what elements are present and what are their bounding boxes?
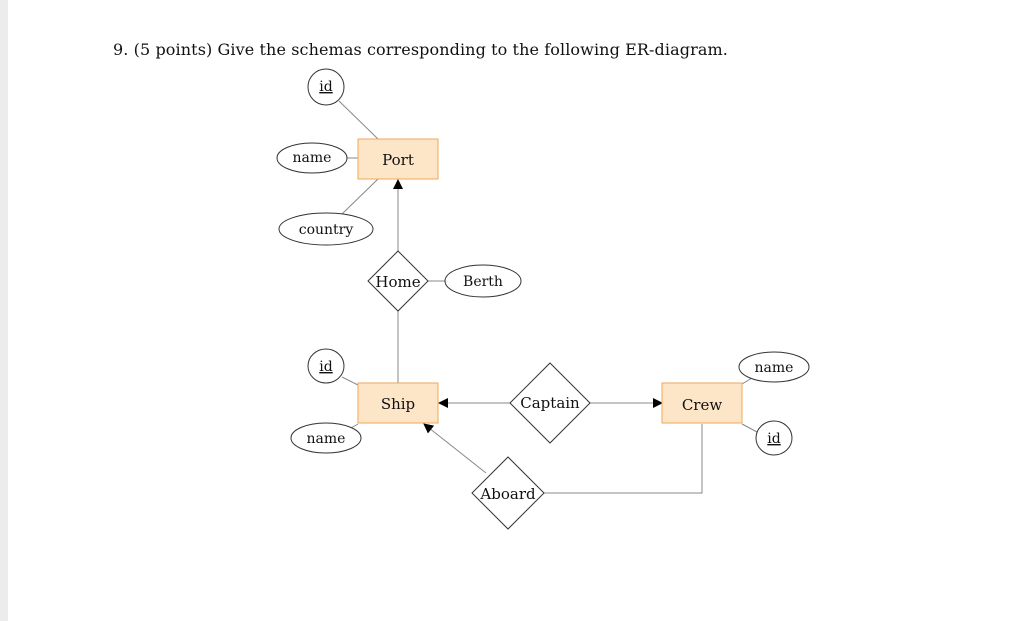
attribute-port-country-label: country: [299, 222, 354, 238]
question-prompt: Give the schemas corresponding to the fo…: [217, 40, 728, 59]
attribute-crew-id: id: [755, 420, 793, 456]
entity-ship-label: Ship: [381, 395, 415, 413]
relationship-home-label: Home: [375, 273, 420, 291]
attribute-crew-name-label: name: [755, 360, 794, 376]
relationship-captain-label: Captain: [520, 394, 580, 412]
line-ship-name: [350, 423, 359, 429]
line-aboard-ship: [423, 423, 487, 474]
attribute-port-name: name: [276, 142, 348, 174]
attribute-crew-name: name: [738, 351, 810, 383]
line-port-id: [338, 100, 379, 140]
attribute-port-name-label: name: [293, 150, 332, 166]
entity-port: Port: [357, 138, 439, 180]
entity-crew: Crew: [661, 382, 743, 424]
relationship-home: Home: [367, 250, 429, 312]
attribute-port-country: country: [278, 212, 374, 246]
attribute-home-berth: Berth: [444, 264, 522, 298]
attribute-ship-name: name: [290, 422, 362, 454]
question-points: (5 points): [133, 40, 213, 59]
relationship-aboard-label: Aboard: [479, 485, 536, 503]
relationship-aboard: Aboard: [471, 456, 545, 530]
attribute-ship-name-label: name: [307, 431, 346, 447]
left-edge-bar: [0, 0, 8, 621]
attribute-ship-id: id: [307, 348, 345, 384]
line-aboard-crew: [544, 424, 703, 494]
attribute-crew-id-label: id: [767, 431, 780, 447]
attribute-port-id-label: id: [319, 79, 332, 95]
relationship-captain: Captain: [509, 362, 591, 444]
line-crew-name: [741, 377, 753, 385]
entity-crew-label: Crew: [682, 396, 723, 414]
attribute-port-id: id: [307, 68, 345, 106]
attribute-home-berth-label: Berth: [463, 274, 503, 290]
question-number: 9.: [113, 40, 129, 59]
entity-ship: Ship: [357, 382, 439, 424]
line-ship-id: [341, 376, 359, 386]
line-crew-id: [741, 423, 758, 433]
entity-port-label: Port: [382, 151, 414, 169]
attribute-ship-id-label: id: [319, 359, 332, 375]
question-text: 9. (5 points) Give the schemas correspon…: [113, 40, 728, 59]
line-port-country: [341, 178, 379, 215]
